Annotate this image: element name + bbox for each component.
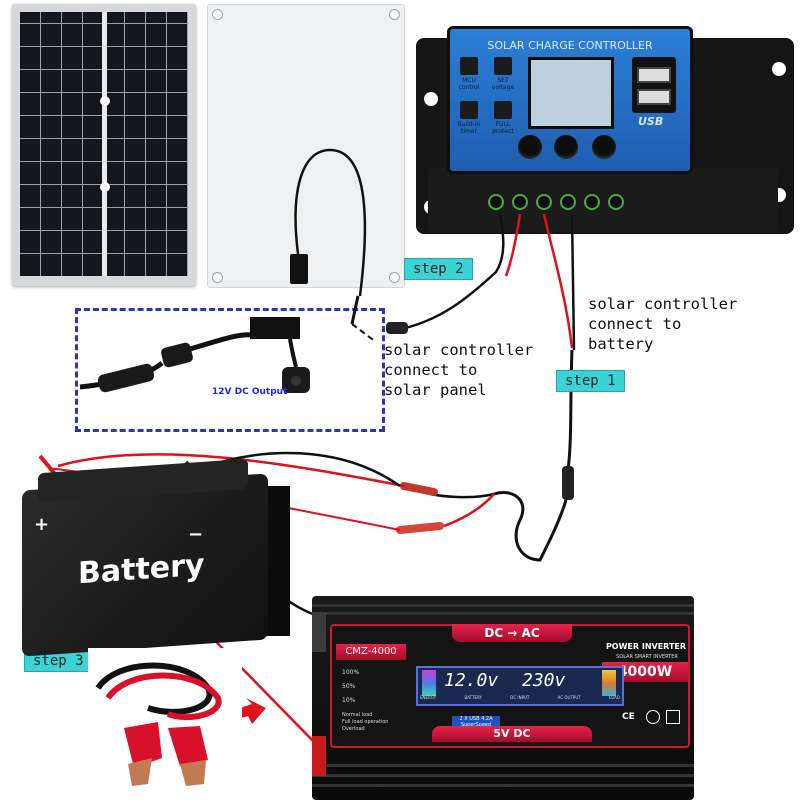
dc-output-label: 12V DC Output bbox=[212, 387, 288, 397]
step-2-badge: step 2 bbox=[404, 258, 473, 280]
controller-lcd bbox=[528, 57, 614, 129]
solar-panel-front bbox=[12, 4, 196, 286]
inverter-terminal-bottom bbox=[312, 736, 326, 776]
up-button[interactable] bbox=[554, 135, 578, 159]
controller-title: SOLAR CHARGE CONTROLLER bbox=[487, 39, 653, 52]
terminal-pv-minus bbox=[512, 194, 528, 210]
inverter-title: POWER INVERTER bbox=[605, 642, 687, 651]
ce-mark: CE bbox=[622, 712, 635, 722]
feature-label: SET voltage bbox=[491, 77, 515, 91]
solar-panel-back bbox=[207, 4, 405, 288]
note-controller-to-battery: solar controller connect to battery bbox=[588, 295, 738, 353]
menu-button[interactable] bbox=[518, 135, 542, 159]
usb-label: USB bbox=[638, 115, 664, 128]
level-scale-left: 100%50%10% bbox=[342, 669, 360, 704]
dc-output-label: 5V DC bbox=[432, 726, 592, 742]
mcu-icon bbox=[460, 57, 478, 75]
terminal-pv-plus bbox=[488, 194, 504, 210]
junction-box bbox=[290, 254, 308, 284]
usb-ports bbox=[632, 57, 676, 113]
inverter-front-panel: DC → AC CMZ-4000 POWER INVERTER SOLAR SM… bbox=[330, 624, 690, 748]
gear-icon bbox=[494, 57, 512, 75]
terminal-load-plus bbox=[584, 194, 600, 210]
dc-connector-illustration bbox=[79, 317, 310, 393]
terminal-load-minus bbox=[608, 194, 624, 210]
recycle-icon bbox=[646, 710, 660, 724]
usb-spec: 2 X USB 4.2A SuperSpeed bbox=[452, 716, 500, 728]
down-button[interactable] bbox=[592, 135, 616, 159]
inverter-terminal-top bbox=[312, 612, 326, 652]
model-label: CMZ-4000 bbox=[336, 644, 406, 660]
controller-terminal-block bbox=[428, 168, 778, 232]
feature-label: MCU control bbox=[458, 77, 480, 91]
lock-icon bbox=[494, 101, 512, 119]
terminal-bat-plus bbox=[536, 194, 552, 210]
inverter-subtitle: SOLAR SMART INVERTER bbox=[616, 654, 678, 660]
dc-ac-banner: DC → AC bbox=[452, 624, 572, 642]
step-1-badge: step 1 bbox=[556, 370, 625, 392]
controller-faceplate: SOLAR CHARGE CONTROLLER MCU control SET … bbox=[447, 26, 693, 174]
clamp-cables-icon bbox=[95, 662, 222, 786]
feature-label: FULL protect bbox=[492, 121, 514, 135]
note-controller-to-panel: solar controller connect to solar panel bbox=[384, 341, 534, 399]
feature-label: Build-in timer bbox=[457, 121, 481, 135]
clock-icon bbox=[460, 101, 478, 119]
battery-plus-sign: + bbox=[34, 514, 50, 535]
power-inverter: DC → AC CMZ-4000 POWER INVERTER SOLAR SM… bbox=[312, 596, 694, 800]
lcd-output-voltage: 230v bbox=[522, 670, 566, 691]
bin-icon bbox=[666, 710, 680, 724]
lcd-input-voltage: 12.0v bbox=[444, 670, 499, 691]
alligator-clamps bbox=[88, 648, 242, 788]
terminal-bat-minus bbox=[560, 194, 576, 210]
battery-minus-sign: − bbox=[188, 524, 204, 545]
dc-output-inset: 12V DC Output bbox=[75, 308, 385, 432]
